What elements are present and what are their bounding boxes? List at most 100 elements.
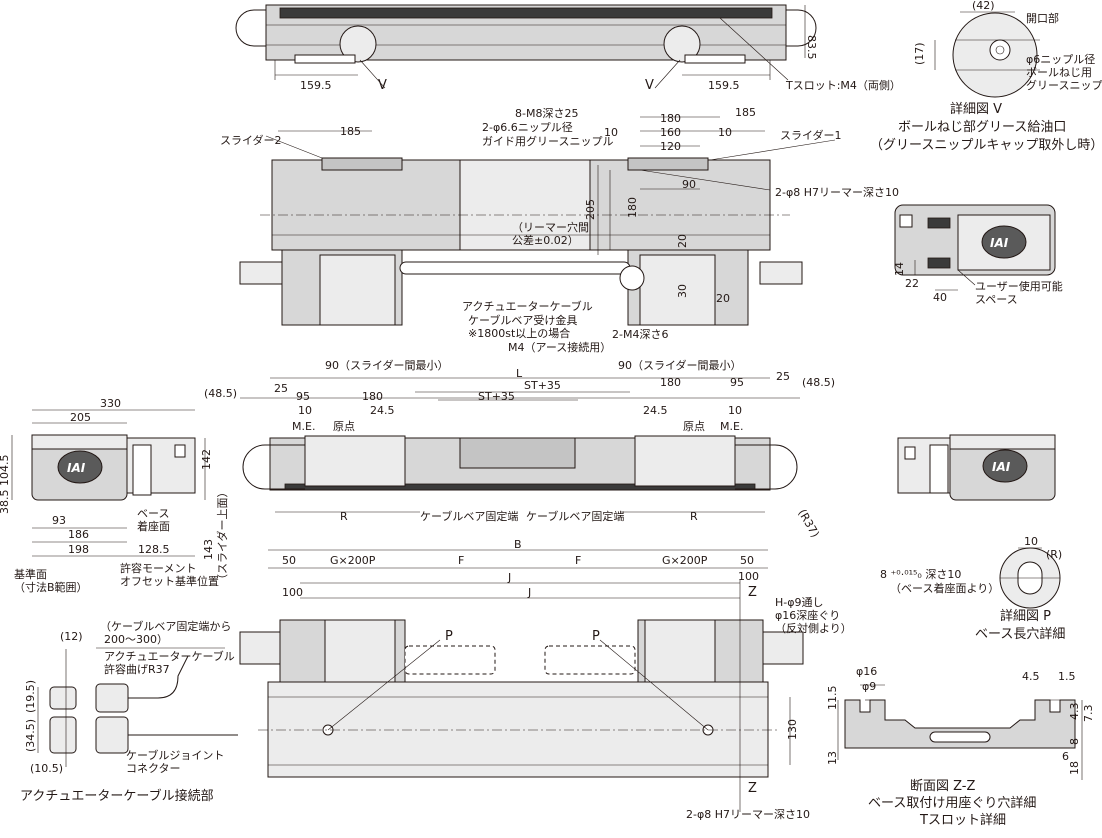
detail-p: 10 (R) 8 ⁺⁰·⁰¹⁵₀ 深さ10 （ベース着座面より） 詳細図 P ベ… <box>880 535 1065 642</box>
dim-185-right: 185 <box>735 106 756 119</box>
detail-end-view: IAI 14 22 40 ユーザー使用可能 スペース <box>893 204 1063 306</box>
dim-L: L <box>516 367 523 380</box>
earth-label: M4（アース接続用） <box>508 340 611 354</box>
nipple-guide1: 2-φ6.6ニップル径 <box>482 121 573 134</box>
dim-180-left: 180 <box>362 390 383 403</box>
base-mount1: ベース <box>137 507 169 520</box>
dim-10-5: (10.5) <box>30 762 63 775</box>
detail-v-title3: （グリースニップルキャップ取外し時） <box>870 138 1102 153</box>
dim-245-right: 24.5 <box>643 404 668 417</box>
dim-245-left: 24.5 <box>370 404 395 417</box>
section-zz: φ16 φ9 4.5 1.5 11.5 13 4.3 7.3 6 8 18 断面… <box>826 665 1095 828</box>
hole2: φ16深座ぐり <box>775 608 840 622</box>
marker-v-right: V <box>645 78 654 93</box>
dim-95-right: 95 <box>730 376 744 389</box>
me-left: M.E. <box>292 420 315 433</box>
joint2: コネクター <box>126 762 181 775</box>
origin-right: 原点 <box>683 420 705 433</box>
user-space1: ユーザー使用可能 <box>975 279 1063 293</box>
section-title1: 断面図 Z-Z <box>910 779 976 794</box>
g200-right: G×200P <box>662 554 708 567</box>
slider2-label: スライダー2 <box>220 133 282 147</box>
t-slot-label: Tスロット:M4（両側） <box>785 79 901 92</box>
tap-m8: 8-M8深さ25 <box>515 107 578 120</box>
st35a: ST+35 <box>524 379 561 392</box>
section-title3: Tスロット詳細 <box>919 812 1006 828</box>
dim-10-right: 10 <box>728 404 742 417</box>
cable-bracket: ケーブルベア受け金具 <box>468 313 577 327</box>
reamer-pitch1: （リーマー穴間 <box>512 220 589 234</box>
dim-160: 160 <box>660 126 681 139</box>
cable-detail-title: アクチュエーターケーブル接続部 <box>20 788 214 804</box>
dim-130: 130 <box>786 719 799 740</box>
dim-120: 120 <box>660 140 681 153</box>
base-mount2: 着座面 <box>137 519 170 533</box>
dim-185-left: 185 <box>340 125 361 138</box>
F-left: F <box>458 554 464 567</box>
side-dim-205: 205 <box>70 411 91 424</box>
ref-face1: 基準面 <box>14 567 47 581</box>
dz-11-5: 11.5 <box>826 686 839 711</box>
hole3: （反対側より） <box>775 621 852 635</box>
dim-12: (12) <box>60 630 83 643</box>
dz-13: 13 <box>826 751 839 765</box>
dim-42: (42) <box>972 0 995 12</box>
dim-186: 186 <box>68 528 89 541</box>
dim-100-right: 100 <box>738 570 759 583</box>
detail-p-title2: ベース長穴詳細 <box>975 626 1065 642</box>
dim-100-left: 100 <box>282 586 303 599</box>
dim-20a: 20 <box>676 234 689 248</box>
dim-93: 93 <box>52 514 66 527</box>
cable-joint <box>619 265 645 291</box>
dim-95-left: 95 <box>296 390 310 403</box>
dz-8: 8 <box>1068 738 1081 745</box>
top-view: 159.5 159.5 V V 83.5 Tスロット:M4（両側） <box>235 4 901 93</box>
detail-p-dim-10: 10 <box>1024 535 1038 548</box>
min-right: 90（スライダー間最小） <box>618 358 742 372</box>
nipple-line2: ボールねじ用 <box>1026 66 1092 79</box>
fixed-end-right: ケーブルベア固定端 <box>526 509 624 523</box>
dim-38-5: 38.5 <box>0 490 11 515</box>
dim-104-5: 104.5 <box>0 455 11 487</box>
right-end-view: IAI <box>897 434 1056 501</box>
dim-10-left: 10 <box>298 404 312 417</box>
slider1-label: スライダー1 <box>780 128 842 142</box>
moment2: オフセット基準位置 <box>120 574 219 588</box>
Z-bottom: Z <box>748 781 757 796</box>
dz-1-5: 1.5 <box>1058 670 1076 683</box>
detail-v: (42) (17) 開口部 φ6ニップル径 ボールねじ用 グリースニップル 詳細… <box>870 0 1102 153</box>
marker-v-left: V <box>378 78 387 93</box>
side-view: IAI 330 205 104.5 38.5 142 93 186 198 12… <box>0 397 229 594</box>
dz-4-5: 4.5 <box>1022 670 1040 683</box>
bottom-view: B 50 50 G×200P G×200P F F J J 100 100 Z … <box>239 538 852 821</box>
slider-top: （スライダー上面） <box>215 486 229 585</box>
dim-330: 330 <box>100 397 121 410</box>
dz-18: 18 <box>1068 761 1081 775</box>
dz-9: φ9 <box>862 680 876 693</box>
ref-face2: （寸法B範囲） <box>14 580 88 594</box>
bend2: 許容曲げR37 <box>104 662 170 676</box>
dim-25-left: 25 <box>274 382 288 395</box>
dim-30: 30 <box>676 284 689 298</box>
dim-485-right: (48.5) <box>802 376 835 389</box>
detail-p-note: （ベース着座面より） <box>890 581 999 595</box>
dim-50-right: 50 <box>740 554 754 567</box>
R-right: R <box>690 510 698 523</box>
dim-34-5: (34.5) <box>24 719 37 752</box>
dim-143: 143 <box>202 539 215 560</box>
opening-label: 開口部 <box>1026 11 1059 25</box>
dz-4-3: 4.3 <box>1068 703 1081 721</box>
dim-180v: 180 <box>626 197 639 218</box>
dim-485-left: (48.5) <box>204 387 237 400</box>
dim-10a: 10 <box>604 126 618 139</box>
dim-180-right: 180 <box>660 376 681 389</box>
mid-view: スライダー2 スライダー1 185 185 8-M8深さ25 2-φ6.6ニップ… <box>220 106 899 354</box>
me-right: M.E. <box>720 420 743 433</box>
user-space2: スペース <box>975 293 1018 306</box>
reamer-label: 2-φ8 H7リーマー深さ10 <box>775 186 899 199</box>
J1: J <box>507 571 511 584</box>
nipple-line3: グリースニップル <box>1026 78 1102 92</box>
cable-note: ※1800st以上の場合 <box>468 326 570 340</box>
dim-17: (17) <box>913 42 926 65</box>
